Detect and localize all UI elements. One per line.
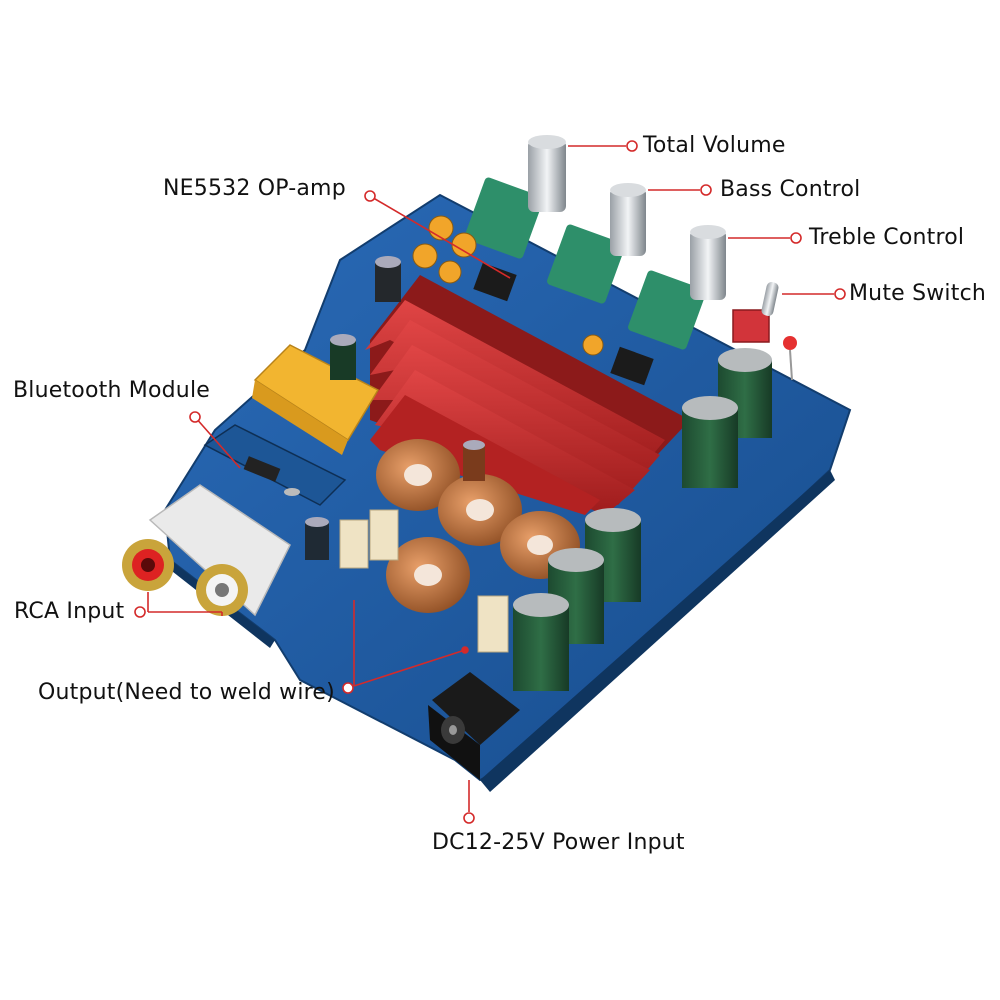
- label-bass-control: Bass Control: [720, 177, 861, 202]
- mute-switch: [732, 282, 797, 381]
- leader-output: [342, 600, 469, 694]
- bluetooth-module: [203, 424, 347, 506]
- label-op-amp: NE5532 OP-amp: [163, 176, 346, 201]
- label-output: Output(Need to weld wire): [38, 680, 335, 705]
- leader-total-volume: [568, 140, 638, 152]
- op-amp-chips: [473, 262, 654, 386]
- label-mute-switch: Mute Switch: [849, 281, 987, 306]
- rca-input-jacks: [122, 484, 291, 617]
- pot-total-volume: [464, 135, 566, 259]
- label-rca-input: RCA Input: [14, 599, 125, 624]
- leader-treble: [728, 232, 802, 244]
- potentiometers: [464, 135, 726, 350]
- leader-mute: [782, 288, 846, 300]
- leader-lines: [134, 140, 846, 824]
- leader-op-amp: [364, 190, 511, 279]
- pot-bass: [547, 183, 646, 304]
- leader-bass: [648, 184, 712, 196]
- inductors: [376, 439, 580, 613]
- label-bluetooth-module: Bluetooth Module: [13, 378, 210, 403]
- electrolytic-capacitors: [305, 256, 772, 691]
- label-total-volume: Total Volume: [643, 133, 786, 158]
- leader-power: [463, 780, 475, 824]
- pot-treble: [628, 225, 726, 350]
- relay: [252, 344, 380, 455]
- leader-rca: [134, 592, 223, 618]
- small-capacitors: [412, 215, 604, 356]
- film-capacitors: [339, 509, 509, 653]
- leader-bluetooth: [189, 411, 241, 469]
- dc-power-jack: [428, 672, 520, 780]
- label-power-input: DC12-25V Power Input: [432, 830, 685, 855]
- label-treble-control: Treble Control: [809, 225, 965, 250]
